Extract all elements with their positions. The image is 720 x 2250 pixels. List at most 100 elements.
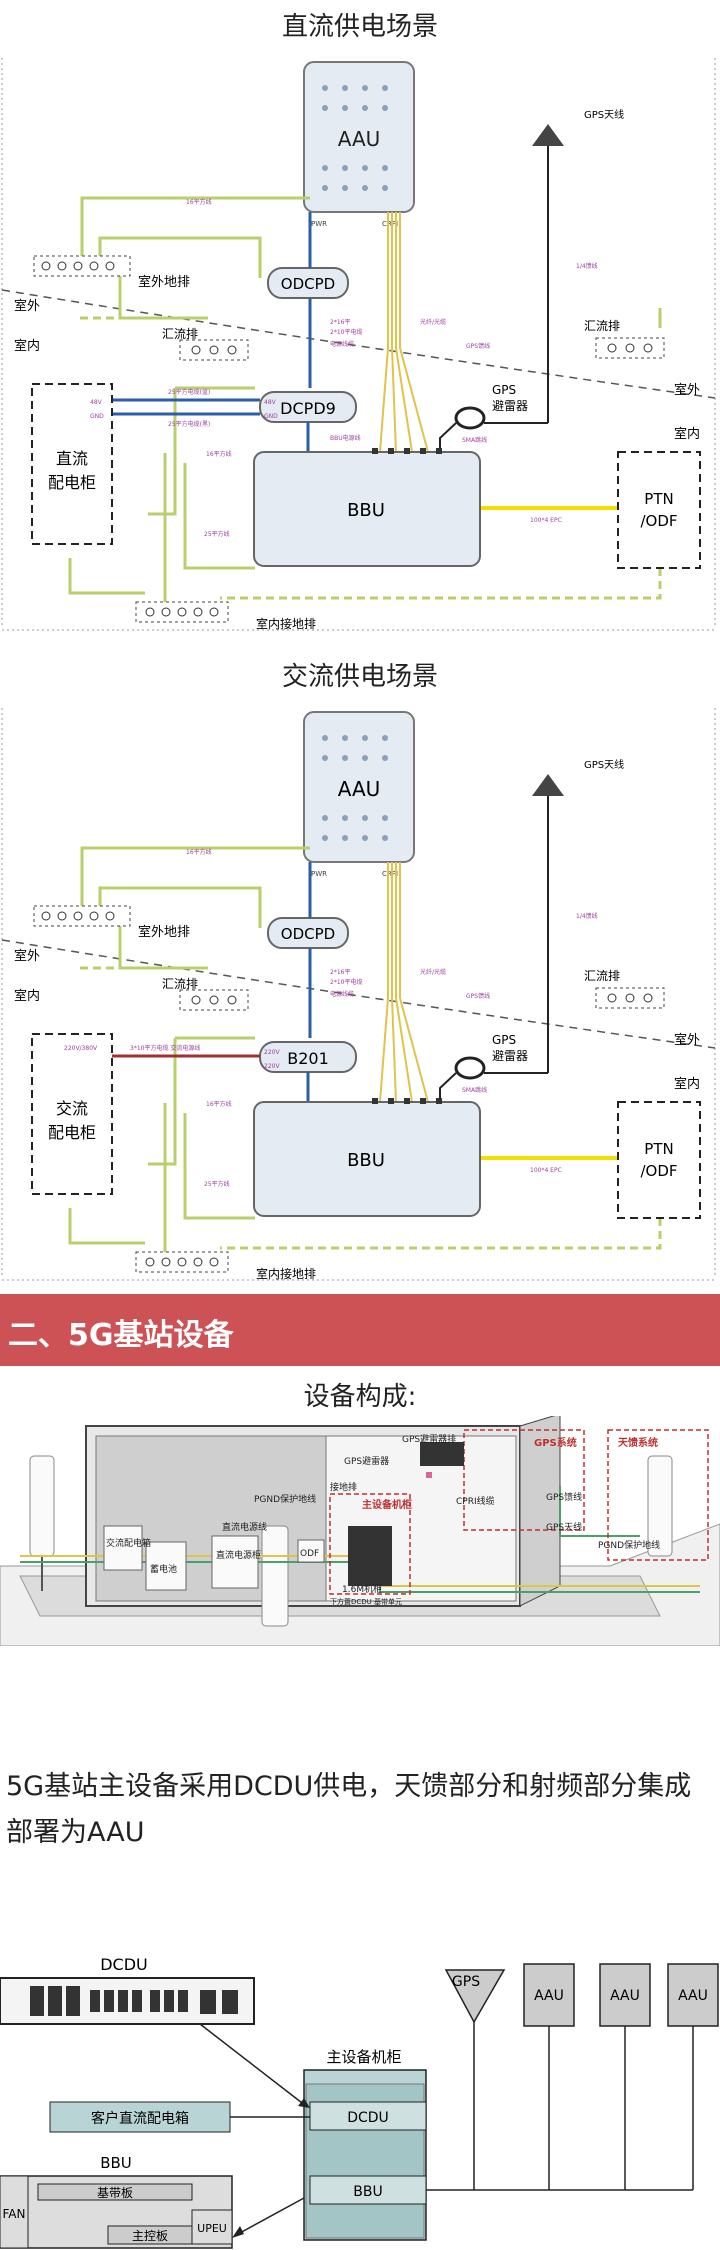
svg-text:25平方电缆(黑): 25平方电缆(黑) (168, 420, 210, 428)
svg-text:GPS避雷器排: GPS避雷器排 (402, 1433, 456, 1445)
aau-unit: AAU PWR CRPI (303, 61, 415, 228)
indoor-right-label: 室内 (674, 426, 700, 442)
svg-text:室外地排: 室外地排 (138, 924, 190, 940)
ptn-label-1: PTN (644, 490, 673, 508)
svg-text:220V: 220V (264, 1063, 280, 1070)
dc-power-diagram: AAU PWR CRPI GPS天线 室外地排 室外 室内 室外 室内 ODCP… (1, 58, 716, 631)
bbu-label: BBU (347, 500, 385, 521)
svg-text:GPS避雷器: GPS避雷器 (344, 1455, 389, 1467)
svg-text:/ODF: /ODF (640, 1162, 677, 1180)
section-banner (0, 1294, 720, 1366)
svg-text:PGND保护地线: PGND保护地线 (598, 1539, 660, 1551)
svg-text:GND: GND (264, 413, 278, 420)
gps-antenna: GPS天线 (532, 108, 624, 423)
svg-text:AAU: AAU (534, 1988, 564, 2004)
ptn-label-2: /ODF (640, 512, 677, 530)
svg-text:蓄电池: 蓄电池 (150, 1563, 177, 1575)
svg-text:直流电源柜: 直流电源柜 (216, 1549, 261, 1561)
outdoor-right-label: 室外 (674, 382, 700, 398)
svg-text:100*4 EPC: 100*4 EPC (530, 1167, 562, 1174)
svg-text:客户直流配电箱: 客户直流配电箱 (91, 2110, 189, 2127)
svg-text:AAU: AAU (678, 1988, 708, 2004)
svg-text:2*16平: 2*16平 (330, 969, 350, 976)
svg-text:25平方线: 25平方线 (204, 530, 230, 538)
svg-text:BBU电源线: BBU电源线 (330, 434, 361, 442)
svg-text:CPRI线缆: CPRI线缆 (456, 1495, 495, 1507)
svg-text:ODF: ODF (300, 1549, 319, 1559)
svg-text:16平方线: 16平方线 (186, 848, 212, 856)
odcpd-label: ODCPD (281, 275, 335, 293)
dcdu-description: 5G基站主设备采用DCDU供电，天馈部分和射频部分集成部署为AAU (6, 1771, 692, 1848)
svg-text:AAU: AAU (338, 777, 381, 801)
equipment-illustration: GPS避雷器排 GPS避雷器 接地排 PGND保护地线 CPRI线缆 直流电源线… (0, 1416, 720, 1646)
svg-text:CRPI: CRPI (382, 870, 398, 878)
svg-text:主设备机柜: 主设备机柜 (362, 1498, 412, 1511)
svg-text:PGND保护地线: PGND保护地线 (254, 1493, 316, 1505)
svg-text:汇流排: 汇流排 (162, 977, 198, 991)
ac-power-diagram: AAU PWR CRPI GPS天线 室外地排 室外 室内 室外 室内 ODCP… (1, 708, 716, 1281)
indoor-ground-label: 室内接地排 (256, 616, 316, 631)
svg-text:GPS馈线: GPS馈线 (466, 342, 490, 350)
pwr-label: PWR (311, 220, 327, 228)
dcdu-diagram: DCDU 主设备机柜 GPS AAU AAU AAU 客户直流配电箱 DCDU … (0, 1955, 719, 2249)
svg-text:16平方线: 16平方线 (206, 450, 232, 458)
svg-text:2*16平: 2*16平 (330, 319, 350, 326)
svg-text:SMA跳线: SMA跳线 (462, 436, 487, 444)
svg-text:UPEU: UPEU (197, 2222, 227, 2235)
svg-text:1/4馈线: 1/4馈线 (576, 912, 598, 920)
svg-text:GPS: GPS (492, 1033, 516, 1047)
svg-text:室内: 室内 (14, 988, 40, 1004)
svg-text:下方置DCDU 基带单元: 下方置DCDU 基带单元 (330, 1597, 402, 1606)
svg-text:16平方线: 16平方线 (206, 1100, 232, 1108)
svg-text:配电柜: 配电柜 (48, 1123, 96, 1142)
svg-text:1.6M机柜: 1.6M机柜 (342, 1583, 382, 1595)
svg-text:汇流排: 汇流排 (584, 319, 620, 333)
svg-text:BBU: BBU (353, 2184, 382, 2200)
svg-text:主控板: 主控板 (132, 2229, 168, 2243)
svg-text:主设备机柜: 主设备机柜 (326, 2048, 401, 2066)
b201-label: B201 (287, 1049, 329, 1068)
svg-text:25平方线: 25平方线 (204, 1180, 230, 1188)
svg-text:AAU: AAU (610, 1988, 640, 2004)
svg-text:GPS馈线: GPS馈线 (546, 1491, 582, 1503)
gps-antenna-ac: GPS天线 (532, 758, 624, 1073)
svg-text:GPS天线: GPS天线 (584, 758, 624, 771)
svg-text:3*10平方电缆 交流电源线: 3*10平方电缆 交流电源线 (130, 1044, 200, 1052)
gps-arrester: GPS 避雷器 (454, 383, 528, 430)
outdoor-left-label: 室外 (14, 298, 40, 314)
gps-antenna-label: GPS天线 (584, 108, 624, 121)
svg-text:GPS天线: GPS天线 (546, 1521, 582, 1533)
svg-text:GPS: GPS (452, 1974, 480, 1990)
svg-text:光纤/光缆: 光纤/光缆 (420, 318, 446, 326)
svg-text:交流: 交流 (56, 1099, 88, 1118)
svg-text:汇流排: 汇流排 (584, 969, 620, 983)
svg-text:2*10平电缆: 2*10平电缆 (330, 328, 362, 336)
svg-text:DCDU: DCDU (347, 2110, 389, 2126)
svg-text:PWR: PWR (311, 870, 327, 878)
equipment-title: 设备构成: (303, 1382, 417, 1412)
svg-text:16平方线: 16平方线 (186, 198, 212, 206)
svg-text:GPS系统: GPS系统 (534, 1436, 577, 1449)
dc-scenario-title: 直流供电场景 (281, 12, 438, 42)
svg-text:2*10平电缆: 2*10平电缆 (330, 978, 362, 986)
indoor-left-label: 室内 (14, 338, 40, 354)
svg-text:室外: 室外 (14, 948, 40, 964)
svg-text:BBU: BBU (100, 2154, 132, 2172)
dc-cabinet-label-2: 配电柜 (48, 473, 96, 492)
dcdu-label: DCDU (100, 1955, 148, 1974)
cpri-label: CRPI (382, 220, 398, 228)
svg-text:BBU: BBU (347, 1150, 385, 1171)
svg-text:100*4 EPC: 100*4 EPC (530, 517, 562, 524)
svg-text:室外: 室外 (674, 1032, 700, 1048)
svg-text:220V/380V: 220V/380V (64, 1045, 98, 1052)
svg-text:1/4馈线: 1/4馈线 (576, 262, 598, 270)
svg-text:ODCPD: ODCPD (281, 925, 335, 943)
svg-text:GPS馈线: GPS馈线 (466, 992, 490, 1000)
svg-text:避雷器: 避雷器 (492, 1049, 528, 1063)
svg-text:FAN: FAN (3, 2207, 26, 2221)
svg-text:基带板: 基带板 (97, 2186, 133, 2200)
svg-text:光纤/光缆: 光纤/光缆 (420, 968, 446, 976)
svg-text:交流配电箱: 交流配电箱 (106, 1537, 151, 1549)
svg-text:直流电源线: 直流电源线 (222, 1521, 267, 1533)
svg-text:48V: 48V (90, 399, 103, 406)
